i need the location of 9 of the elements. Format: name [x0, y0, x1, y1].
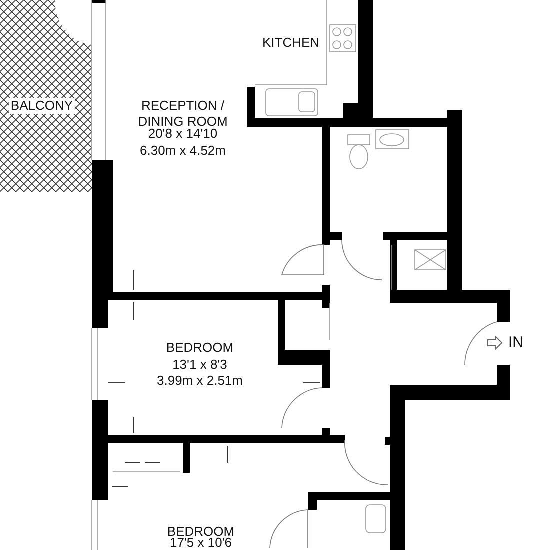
room-name: RECEPTION / DINING ROOM	[137, 98, 229, 129]
room-dimensions: 3.99m x 2.51m	[157, 373, 243, 389]
room-name: BEDROOM	[166, 340, 234, 356]
room-dimensions: 13'1 x 8'3	[172, 357, 228, 373]
room-name: KITCHEN	[262, 35, 320, 51]
room-dimensions: 20'8 x 14'10	[148, 126, 218, 142]
area-label: BALCONY	[8, 98, 76, 114]
room-dimensions: 6.30m x 4.52m	[140, 143, 226, 159]
entrance-label: IN	[508, 335, 524, 351]
